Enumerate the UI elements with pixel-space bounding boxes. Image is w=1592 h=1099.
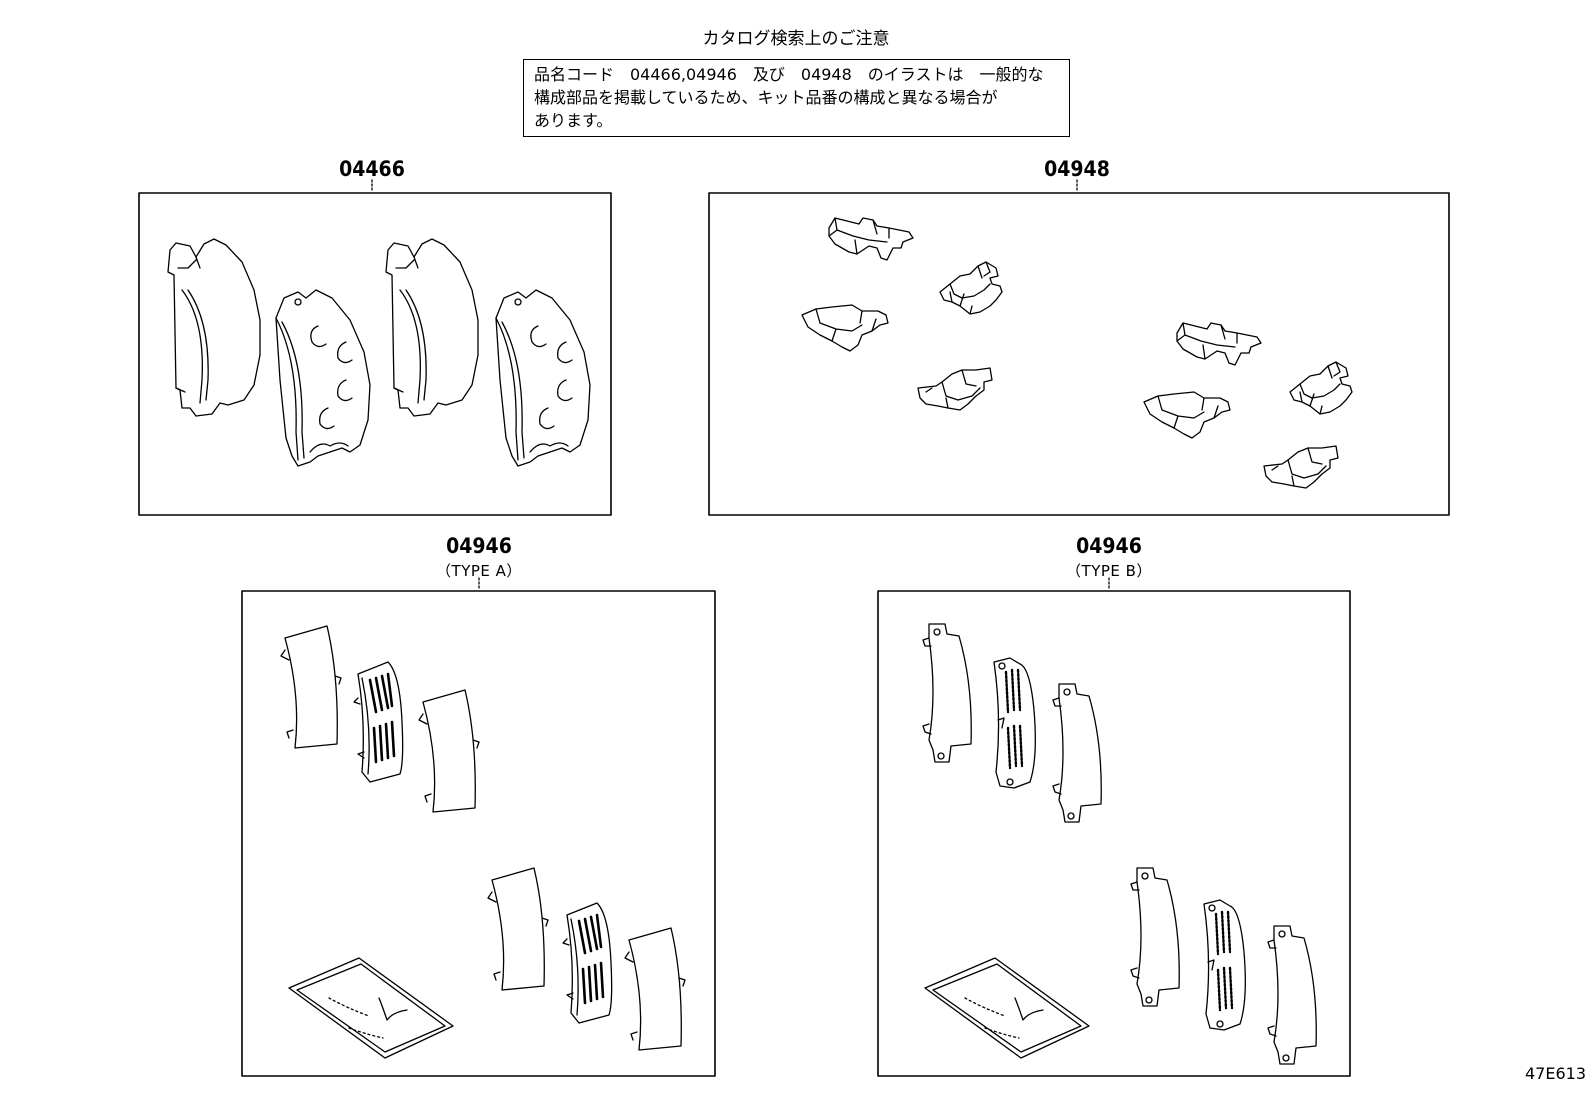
pad-support-clip-4[interactable] <box>917 367 993 411</box>
notice-line-3: あります。 <box>534 111 613 130</box>
anti-squeal-shim-a-5[interactable] <box>561 901 613 1025</box>
brake-pad-inner-1[interactable] <box>167 238 261 417</box>
shim-plate-b-1[interactable] <box>922 623 972 763</box>
shim-pad-b-2[interactable] <box>992 656 1037 790</box>
catalog-notice-title: カタログ検索上のご注意 <box>702 29 890 49</box>
pad-support-clip-1[interactable] <box>828 217 914 261</box>
group-frame-04946-type-a <box>242 591 715 1076</box>
group-frame-04466 <box>139 193 611 515</box>
pad-support-clip-2[interactable] <box>939 261 1003 315</box>
brake-pad-inner-2[interactable] <box>385 238 479 417</box>
type-b-label: （TYPE B） <box>1066 562 1152 580</box>
notice-line-1: 品名コード 04466,04946 及び 04948 のイラストは 一般的な <box>534 65 1044 84</box>
shim-plate-b-6[interactable] <box>1267 925 1317 1065</box>
shim-plate-b-3[interactable] <box>1052 683 1102 823</box>
shim-pad-b-5[interactable] <box>1202 898 1247 1032</box>
pad-support-clip-3[interactable] <box>801 304 889 352</box>
group-frame-04946-type-b <box>878 591 1350 1076</box>
brake-pad-outer-1[interactable] <box>275 289 371 467</box>
group-frame-04948 <box>709 193 1449 515</box>
pad-support-clip-5[interactable] <box>1176 322 1262 366</box>
part-code-04466[interactable]: 04466 <box>339 157 405 181</box>
brake-pad-outer-2[interactable] <box>495 289 591 467</box>
anti-squeal-shim-a-2[interactable] <box>352 660 404 784</box>
anti-squeal-shim-a-3[interactable] <box>418 689 480 813</box>
anti-squeal-shim-a-1[interactable] <box>280 625 342 749</box>
shim-plate-b-4[interactable] <box>1130 867 1180 1007</box>
leader-lines <box>372 180 1109 590</box>
type-a-label: （TYPE A） <box>436 562 522 580</box>
anti-squeal-shim-a-4[interactable] <box>487 867 549 991</box>
part-code-04948[interactable]: 04948 <box>1044 157 1110 181</box>
pad-support-clip-7[interactable] <box>1143 391 1231 439</box>
part-code-04946-type-a[interactable]: 04946 <box>446 534 512 558</box>
pad-support-clip-8[interactable] <box>1263 445 1339 489</box>
pad-support-clip-6[interactable] <box>1289 361 1353 415</box>
catalog-notice-box: 品名コード 04466,04946 及び 04948 のイラストは 一般的な 構… <box>523 59 1070 137</box>
grease-packet-type-a[interactable] <box>288 957 454 1059</box>
illustration-reference-number: 47E613 <box>1524 1064 1586 1083</box>
grease-packet-type-b[interactable] <box>924 957 1090 1059</box>
anti-squeal-shim-a-6[interactable] <box>624 927 686 1051</box>
notice-line-2: 構成部品を掲載しているため、キット品番の構成と異なる場合が <box>534 88 998 107</box>
part-code-04946-type-b[interactable]: 04946 <box>1076 534 1142 558</box>
